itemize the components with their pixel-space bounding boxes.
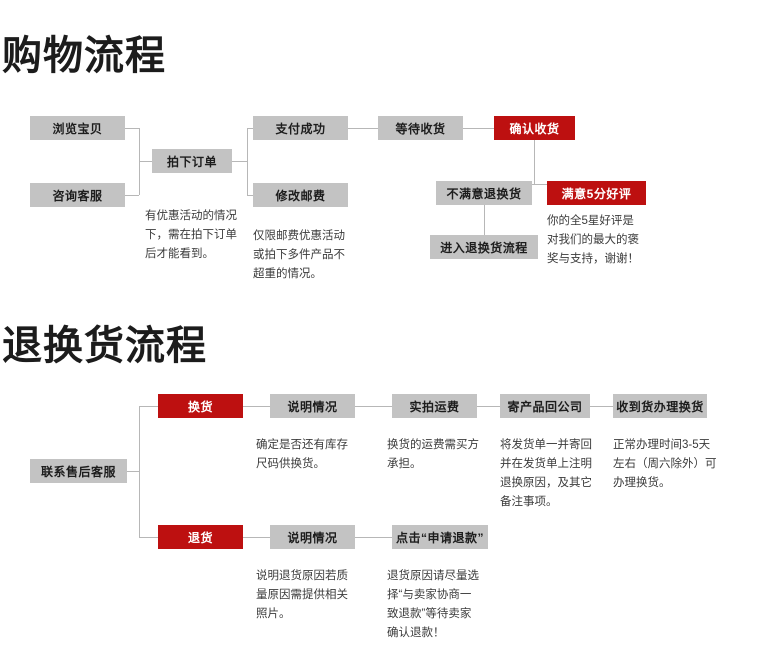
node-confirm-receive[interactable]: 确认收货 [494,116,575,140]
node-place-order[interactable]: 拍下订单 [152,149,232,173]
caption-line: 奖与支持，谢谢！ [547,253,639,265]
caption-send-back-note: 将发货单一并寄回 并在发货单上注明 退换原因，及其它 备注事项。 [500,436,615,512]
connector-browse-right [125,128,139,129]
connector-exchange-to-explain [243,406,270,407]
caption-line: 说明退货原因若质 [256,570,348,582]
node-send-product-back[interactable]: 寄产品回公司 [500,394,590,418]
node-refund-explain[interactable]: 说明情况 [270,525,355,549]
caption-satisfied-review-note: 你的全5星好评是 对我们的最大的褒 奖与支持，谢谢！ [547,212,662,269]
node-consult-service[interactable]: 咨询客服 [30,183,125,207]
node-click-apply-refund[interactable]: 点击“申请退款” [392,525,488,549]
caption-line: 并在发货单上注明 [500,458,592,470]
node-modify-shipping-fee[interactable]: 修改邮费 [253,183,348,207]
connector-contact-branch-vertical [139,406,140,537]
caption-line: 尺码供换货。 [256,458,325,470]
caption-click-apply-refund-note: 退货原因请尽量选 择“与卖家协商一 致退款”等待卖家 确认退款！ [387,567,512,643]
caption-line: 承担。 [387,458,422,470]
caption-line: 仅限邮费优惠活动 [253,230,345,242]
caption-line: 择“与卖家协商一 [387,589,472,601]
node-exchange-explain[interactable]: 说明情况 [270,394,355,418]
node-exchange[interactable]: 换货 [158,394,243,418]
caption-line: 换货的运费需买方 [387,439,479,451]
page-title-return-flow: 退换货流程 [2,324,207,368]
node-exchange-shipping-fee[interactable]: 实拍运费 [392,394,477,418]
caption-line: 量原因需提供相关 [256,589,348,601]
caption-line: 退货原因请尽量选 [387,570,479,582]
caption-line: 致退款”等待卖家 [387,608,472,620]
connector-branch-vertical [247,128,248,195]
caption-line: 有优惠活动的情况 [145,210,237,222]
connector-place-order-right [232,161,248,162]
connector-unsatisfied-to-flow [484,205,485,237]
connector-to-modify-shipping [247,195,253,196]
connector-sendback-to-receive [590,406,613,407]
connector-to-exchange [139,406,158,407]
connector-confirm-down [534,140,535,185]
caption-place-order-note: 有优惠活动的情况 下，需在拍下订单 后才能看到。 [145,207,255,264]
caption-line: 确认退款！ [387,627,445,639]
caption-line: 将发货单一并寄回 [500,439,592,451]
connector-explain-to-shipping [355,406,392,407]
caption-line: 超重的情况。 [253,268,322,280]
caption-line: 你的全5星好评是 [547,215,634,227]
caption-line: 下，需在拍下订单 [145,229,237,241]
node-unsatisfied-return[interactable]: 不满意退换货 [436,181,532,205]
node-pay-success[interactable]: 支付成功 [253,116,348,140]
caption-receive-process-note: 正常办理时间3-5天 左右（周六除外）可 办理换货。 [613,436,743,493]
node-wait-receive[interactable]: 等待收货 [378,116,463,140]
connector-consult-right [125,195,139,196]
connector-contact-right [127,471,140,472]
caption-line: 退换原因，及其它 [500,477,592,489]
connector-shipping-to-sendback [477,406,500,407]
caption-line: 或拍下多件产品不 [253,249,345,261]
connector-to-refund [139,537,158,538]
caption-exchange-shipping-note: 换货的运费需买方 承担。 [387,436,507,474]
caption-line: 照片。 [256,608,291,620]
connector-explain-to-apply [355,537,392,538]
connector-to-pay-success [247,128,253,129]
caption-line: 对我们的最大的褒 [547,234,639,246]
connector-confirm-split [484,184,587,185]
caption-line: 左右（周六除外）可 [613,458,717,470]
caption-modify-shipping-note: 仅限邮费优惠活动 或拍下多件产品不 超重的情况。 [253,227,363,284]
node-enter-return-flow[interactable]: 进入退换货流程 [430,235,538,259]
caption-line: 后才能看到。 [145,248,214,260]
node-refund[interactable]: 退货 [158,525,243,549]
caption-line: 办理换货。 [613,477,671,489]
node-receive-and-process[interactable]: 收到货办理换货 [613,394,707,418]
connector-to-place-order [139,161,152,162]
caption-refund-explain-note: 说明退货原因若质 量原因需提供相关 照片。 [256,567,376,624]
connector-wait-to-confirm [463,128,494,129]
page-title-shopping-flow: 购物流程 [2,34,166,78]
connector-refund-to-explain [243,537,270,538]
node-contact-after-sales[interactable]: 联系售后客服 [30,459,127,483]
caption-exchange-explain-note: 确定是否还有库存 尺码供换货。 [256,436,371,474]
connector-pay-to-wait [348,128,378,129]
node-satisfied-five-star[interactable]: 满意5分好评 [547,181,646,205]
caption-line: 确定是否还有库存 [256,439,348,451]
caption-line: 备注事项。 [500,496,558,508]
caption-line: 正常办理时间3-5天 [613,439,711,451]
node-browse-item[interactable]: 浏览宝贝 [30,116,125,140]
